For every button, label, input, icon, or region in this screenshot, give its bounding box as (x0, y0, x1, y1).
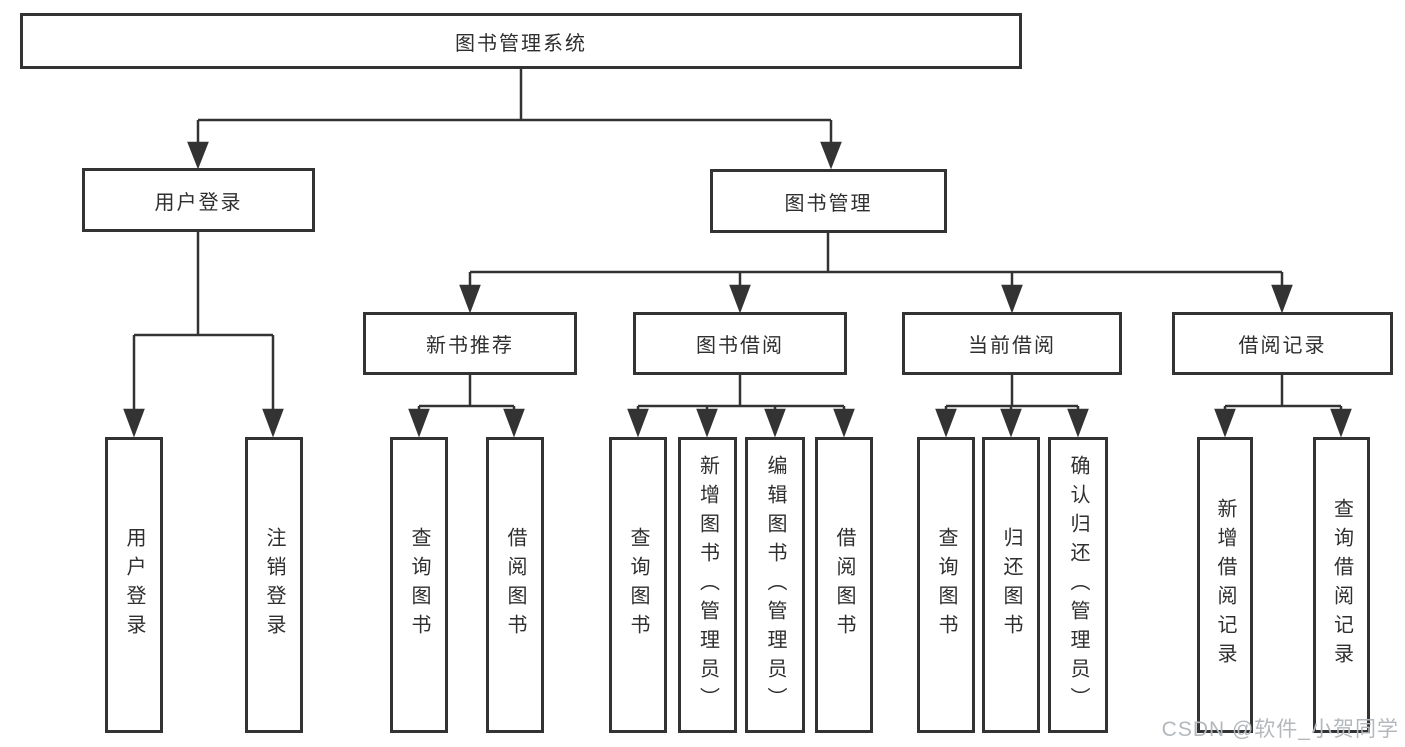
node-new-book-recommend: 新书推荐 (363, 312, 577, 375)
leaf-return-book: 归还图书 (982, 437, 1040, 733)
connector-new-book-recommend-to-leaves (408, 375, 525, 438)
leaf-borrow-book: 借阅图书 (815, 437, 873, 733)
leaf-edit-book-admin: 编辑图书（管理员） (745, 437, 805, 733)
node-book-management: 图书管理 (710, 169, 947, 233)
node-borrow-record: 借阅记录 (1172, 312, 1393, 375)
leaf-add-borrow-record: 新增借阅记录 (1197, 437, 1253, 733)
connector-root-to-level2 (187, 69, 842, 170)
node-user-login: 用户登录 (82, 168, 315, 232)
connector-user-login-to-leaves (123, 232, 284, 438)
leaf-query-books-borrow: 查询图书 (609, 437, 667, 733)
leaf-borrow-book-recommend: 借阅图书 (486, 437, 544, 733)
leaf-query-books-current: 查询图书 (917, 437, 975, 733)
node-root: 图书管理系统 (20, 13, 1022, 69)
watermark: CSDN @软件_小贺同学 (1161, 718, 1399, 741)
leaf-add-book-admin: 新增图书（管理员） (678, 437, 737, 733)
connector-current-borrow-to-leaves (935, 375, 1089, 438)
node-book-borrow: 图书借阅 (633, 312, 847, 375)
connector-book-borrow-to-leaves (627, 375, 855, 438)
connector-borrow-record-to-leaves (1214, 375, 1352, 438)
leaf-logout: 注销登录 (245, 437, 303, 733)
leaf-query-borrow-record: 查询借阅记录 (1313, 437, 1370, 733)
node-current-borrow: 当前借阅 (902, 312, 1122, 375)
connector-book-management-to-level3 (459, 233, 1293, 314)
leaf-user-login: 用户登录 (105, 437, 163, 733)
leaf-confirm-return-admin: 确认归还（管理员） (1048, 437, 1108, 733)
leaf-query-books-recommend: 查询图书 (390, 437, 448, 733)
